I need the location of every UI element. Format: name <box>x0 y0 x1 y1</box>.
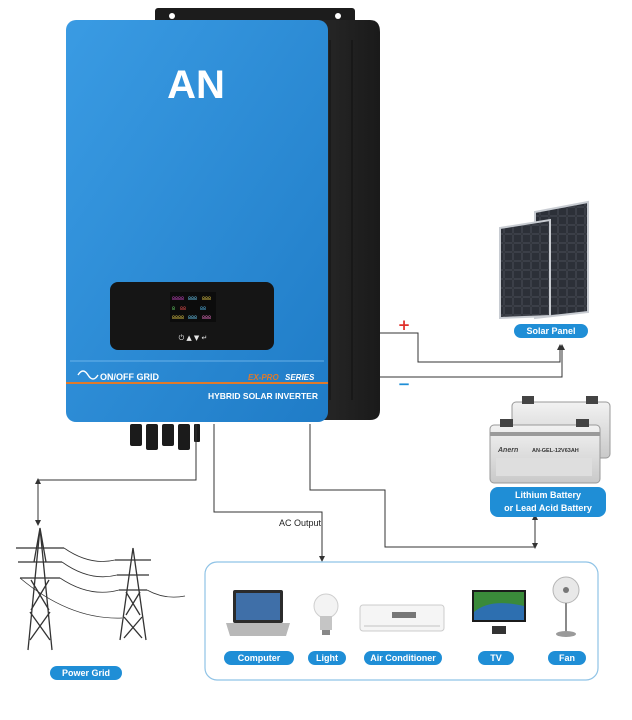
load-label-light: Light <box>308 651 346 665</box>
solar-panel-image <box>499 200 589 320</box>
light-bulb-icon <box>313 593 339 635</box>
fan-icon <box>552 576 580 637</box>
series-label-prefix: EX-PRO <box>248 373 279 382</box>
battery-brand: Anern <box>497 447 518 454</box>
load-label-air-conditioner: Air Conditioner <box>364 651 442 665</box>
svg-text:8: 8 <box>172 306 175 312</box>
series-label-suffix: SERIES <box>285 373 315 382</box>
svg-text:8888: 8888 <box>172 296 184 302</box>
display-buttons: ⏻ ▲ ▼ ↵ <box>179 334 208 342</box>
svg-text:888: 888 <box>202 296 211 302</box>
sine-wave-icon <box>77 370 99 380</box>
power-grid-label: Power Grid <box>50 666 122 680</box>
battery-label-line1: Lithium Battery <box>514 490 581 500</box>
load-label-tv: TV <box>478 651 514 665</box>
svg-text:888: 888 <box>188 296 197 302</box>
battery-label-line2: or Lead Acid Battery <box>504 503 592 513</box>
wiring <box>37 332 563 556</box>
svg-text:888: 888 <box>188 315 197 321</box>
load-label-computer: Computer <box>224 651 294 665</box>
svg-text:8888: 8888 <box>172 315 184 321</box>
svg-text:888: 888 <box>202 315 211 321</box>
battery-label: Lithium Battery or Lead Acid Battery <box>490 487 606 517</box>
lcd-screen <box>170 292 216 322</box>
cable-glands <box>130 424 200 450</box>
air-conditioner-icon <box>359 604 445 632</box>
product-label: HYBRID SOLAR INVERTER <box>208 391 318 401</box>
wire-arrows <box>35 344 565 562</box>
ac-output-label: AC Output <box>279 518 322 528</box>
brand-logo: AN <box>167 63 225 107</box>
negative-terminal-label: − <box>398 375 411 393</box>
laptop-icon <box>226 590 290 636</box>
battery-model: AN-GEL-12V63AH <box>532 448 579 454</box>
grid-mode-label: ON/OFF GRID <box>100 372 159 382</box>
positive-terminal-label: + <box>398 316 411 334</box>
load-label-fan: Fan <box>548 651 586 665</box>
svg-text:88: 88 <box>180 306 186 312</box>
tv-icon <box>472 590 526 634</box>
svg-text:88: 88 <box>200 306 206 312</box>
power-grid-image <box>16 527 186 651</box>
battery-image: Anern AN-GEL-12V63AH <box>489 396 611 484</box>
solar-panel-label: Solar Panel <box>514 324 588 338</box>
